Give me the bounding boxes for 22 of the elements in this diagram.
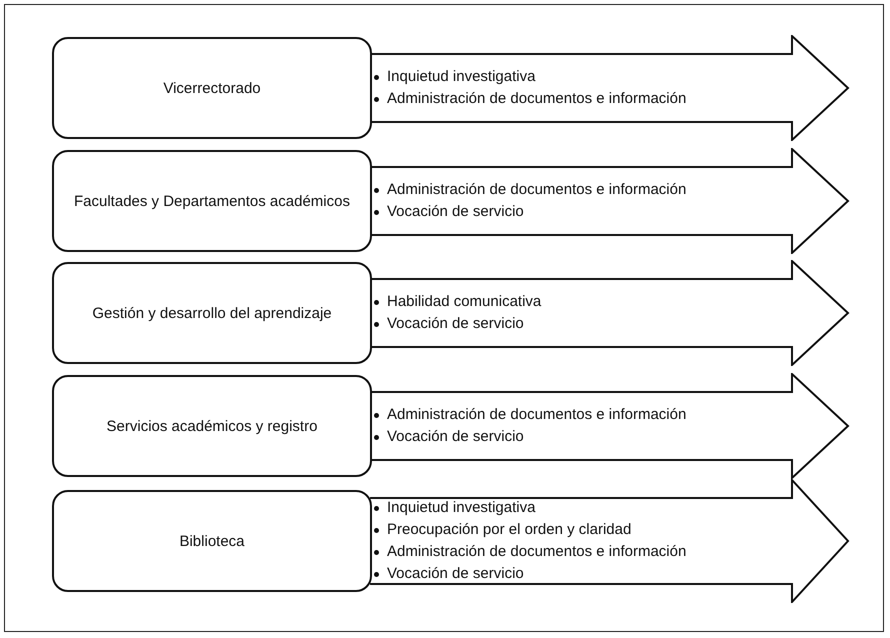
competency-item: Vocación de servicio (387, 427, 524, 447)
competency-item: Preocupación por el orden y claridad (387, 520, 632, 540)
unit-box (52, 490, 372, 592)
unit-name: Facultades y Departamentos académicos (73, 192, 351, 210)
competency-item: Administración de documentos e información (387, 542, 686, 562)
competency-item: Administración de documentos e información (387, 405, 686, 425)
competency-item: Habilidad comunicativa (387, 292, 542, 312)
competency-item: Administración de documentos e información (387, 89, 686, 109)
unit-name: Vicerrectorado (162, 80, 262, 96)
unit-name: Biblioteca (178, 532, 246, 550)
competency-item: Administración de documentos e información (387, 180, 686, 200)
unit-name: Servicios académicos y registro (106, 418, 318, 434)
competency-item: Inquietud investigativa (387, 498, 536, 518)
competency-item: Vocación de servicio (387, 314, 524, 334)
unit-box (52, 37, 372, 139)
unit-name: Gestión y desarrollo del aprendizaje (91, 304, 333, 322)
unit-box (52, 262, 372, 364)
competency-item: Vocación de servicio (387, 202, 524, 222)
competency-item: Inquietud investigativa (387, 67, 536, 87)
competency-item: Vocación de servicio (387, 564, 524, 584)
unit-box (52, 150, 372, 252)
unit-box (52, 375, 372, 477)
